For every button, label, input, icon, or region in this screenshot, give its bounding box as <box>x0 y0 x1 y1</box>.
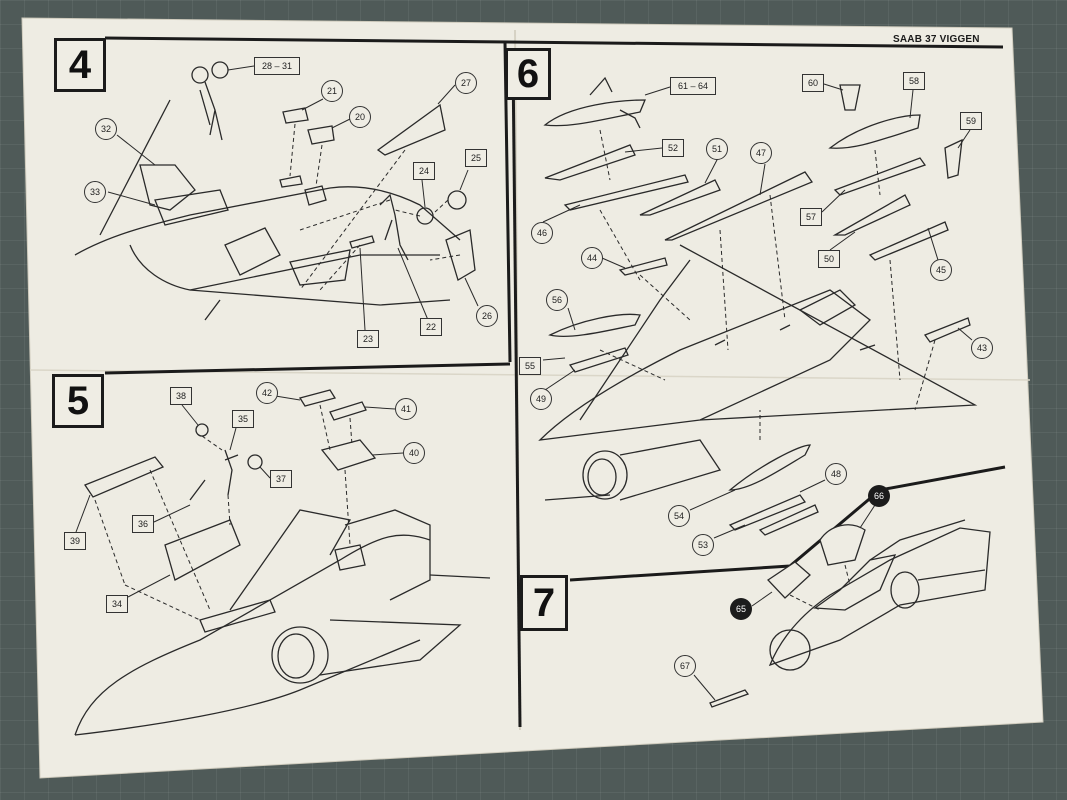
step-number-4: 4 <box>54 38 106 92</box>
part-callout-25: 25 <box>465 149 487 167</box>
part-callout-54: 54 <box>668 505 690 527</box>
part-callout-32: 32 <box>95 118 117 140</box>
step-number-6: 6 <box>505 48 551 100</box>
part-callout-55: 55 <box>519 357 541 375</box>
part-callout-40: 40 <box>403 442 425 464</box>
part-callout-37: 37 <box>270 470 292 488</box>
part-callout-41: 41 <box>395 398 417 420</box>
part-callout-44: 44 <box>581 247 603 269</box>
step-number-7: 7 <box>520 575 568 631</box>
part-callout-48: 48 <box>825 463 847 485</box>
part-callout-28-31: 28 – 31 <box>254 57 300 75</box>
part-callout-45: 45 <box>930 259 952 281</box>
part-callout-49: 49 <box>530 388 552 410</box>
part-callout-67: 67 <box>674 655 696 677</box>
part-callout-53: 53 <box>692 534 714 556</box>
part-callout-50: 50 <box>818 250 840 268</box>
part-callout-26: 26 <box>476 305 498 327</box>
part-callout-42: 42 <box>256 382 278 404</box>
step-6-drawing <box>538 76 978 536</box>
part-callout-35: 35 <box>232 410 254 428</box>
step-4-leader-lines <box>107 65 479 331</box>
step-7-leader-lines <box>693 504 876 701</box>
part-callout-33: 33 <box>84 181 106 203</box>
part-callout-34: 34 <box>106 595 128 613</box>
sheet-title: SAAB 37 VIGGEN <box>893 34 980 45</box>
part-callout-52: 52 <box>662 139 684 157</box>
part-callout-24: 24 <box>413 162 435 180</box>
part-callout-51: 51 <box>706 138 728 160</box>
part-callout-60: 60 <box>802 74 824 92</box>
part-callout-39: 39 <box>64 532 86 550</box>
part-callout-38: 38 <box>170 387 192 405</box>
step-7-drawing <box>709 519 991 708</box>
part-callout-47: 47 <box>750 142 772 164</box>
step-6-leader-lines <box>542 83 973 539</box>
part-callout-22: 22 <box>420 318 442 336</box>
step-6-guide-lines <box>599 129 936 440</box>
part-callout-59: 59 <box>960 112 982 130</box>
part-callout-36: 36 <box>132 515 154 533</box>
step-5-guide-lines <box>94 404 353 621</box>
part-callout-57: 57 <box>800 208 822 226</box>
part-callout-56: 56 <box>546 289 568 311</box>
part-callout-23: 23 <box>357 330 379 348</box>
part-callout-61-64: 61 – 64 <box>670 77 716 95</box>
step-4-guide-lines <box>289 123 461 291</box>
part-callout-27: 27 <box>455 72 477 94</box>
part-callout-20: 20 <box>349 106 371 128</box>
step-7-guide-lines <box>789 564 851 611</box>
part-callout-66: 66 <box>868 485 890 507</box>
step-number-5: 5 <box>52 374 104 428</box>
part-callout-46: 46 <box>531 222 553 244</box>
part-callout-43: 43 <box>971 337 993 359</box>
part-callout-21: 21 <box>321 80 343 102</box>
part-callout-65: 65 <box>730 598 752 620</box>
part-callout-58: 58 <box>903 72 925 90</box>
step-4-drawing <box>74 61 476 321</box>
